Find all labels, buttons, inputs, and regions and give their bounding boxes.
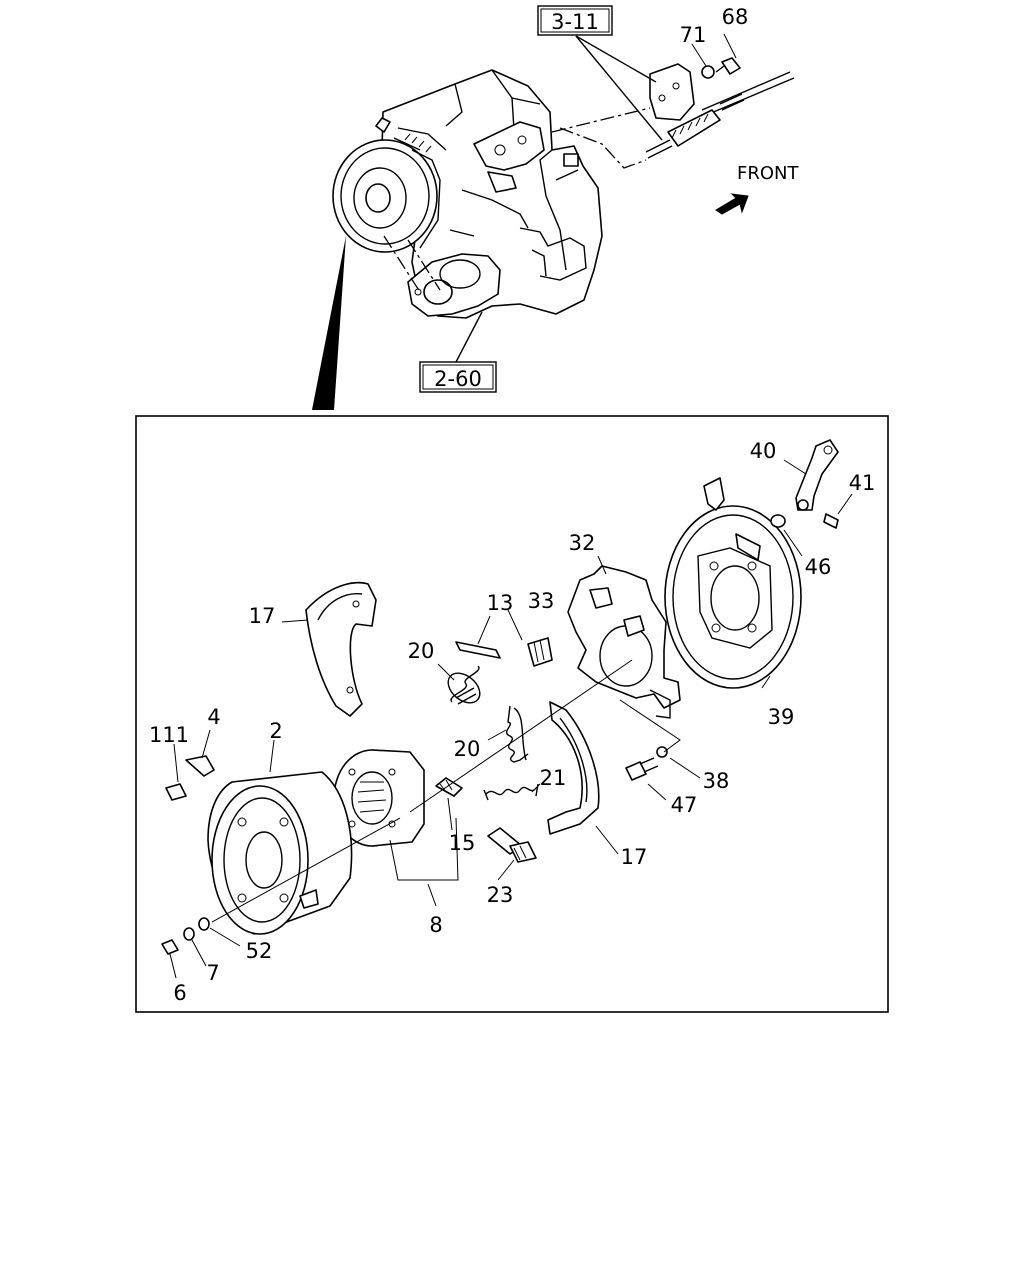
washer-part-7 bbox=[183, 927, 195, 941]
callout-32: 32 bbox=[569, 531, 596, 555]
ref-label-bottom: 2-60 bbox=[434, 367, 482, 391]
callout-leaders bbox=[169, 33, 853, 979]
detail-connector-wedge bbox=[312, 236, 346, 410]
callout-33: 33 bbox=[528, 589, 555, 613]
bolt-part-111 bbox=[165, 783, 187, 801]
anchor-plate-part-32 bbox=[567, 565, 681, 719]
callout-46: 46 bbox=[805, 555, 832, 579]
hub-part-8 bbox=[333, 749, 425, 847]
strut-part-13 bbox=[455, 641, 501, 659]
callout-17-lower: 17 bbox=[621, 845, 648, 869]
brake-cable-illustration bbox=[383, 35, 795, 363]
callout-4: 4 bbox=[207, 705, 220, 729]
washer-part-52 bbox=[198, 917, 210, 931]
callout-40: 40 bbox=[750, 439, 777, 463]
callout-71: 71 bbox=[680, 23, 707, 47]
ref-box-top: 3-11 bbox=[537, 5, 613, 36]
ref-label-top: 3-11 bbox=[551, 10, 599, 34]
callout-47: 47 bbox=[671, 793, 698, 817]
callout-52: 52 bbox=[246, 939, 273, 963]
washer-part-38 bbox=[656, 746, 668, 758]
assembly-axis-line-2 bbox=[409, 659, 633, 813]
callout-41: 41 bbox=[849, 471, 876, 495]
transmission-assembly-illustration bbox=[332, 69, 603, 319]
brake-shoe-part-17-lower bbox=[547, 701, 600, 835]
backing-plate-part-39 bbox=[664, 477, 802, 689]
callout-20-upper: 20 bbox=[408, 639, 435, 663]
bolt-part-47 bbox=[625, 757, 659, 781]
callout-6: 6 bbox=[173, 981, 186, 1005]
clip-part-4 bbox=[185, 755, 215, 777]
callout-7: 7 bbox=[206, 961, 219, 985]
callout-111: 111 bbox=[149, 723, 189, 747]
brake-shoe-part-17-upper bbox=[305, 581, 377, 717]
callout-23: 23 bbox=[487, 883, 514, 907]
callout-13: 13 bbox=[487, 591, 514, 615]
adjuster-part-33 bbox=[527, 637, 553, 667]
front-arrow-icon bbox=[715, 193, 749, 215]
callout-15: 15 bbox=[449, 831, 476, 855]
spring-part-20-upper bbox=[447, 665, 481, 705]
adjuster-part-23 bbox=[487, 827, 537, 863]
washer-part-46 bbox=[770, 514, 786, 528]
brake-drum-part-2 bbox=[207, 771, 353, 935]
assembly-axis-line bbox=[211, 817, 401, 923]
callout-2: 2 bbox=[269, 719, 282, 743]
leader-38 bbox=[619, 699, 681, 753]
callout-labels: 68 71 40 41 46 32 13 33 17 20 39 4 111 2… bbox=[149, 5, 875, 1005]
ref-box-bottom: 2-60 bbox=[419, 361, 497, 393]
callout-39: 39 bbox=[768, 705, 795, 729]
bolt-part-15 bbox=[435, 777, 463, 797]
callout-38: 38 bbox=[703, 769, 730, 793]
nut-part-6 bbox=[161, 939, 179, 955]
spring-part-21 bbox=[483, 783, 539, 801]
front-label: FRONT bbox=[737, 163, 799, 184]
detail-frame bbox=[135, 415, 889, 1013]
pin-part-41 bbox=[823, 513, 839, 529]
callout-17-upper: 17 bbox=[249, 604, 276, 628]
callout-20-lower: 20 bbox=[454, 737, 481, 761]
callout-8: 8 bbox=[429, 913, 442, 937]
lever-part-40 bbox=[795, 439, 839, 511]
callout-21: 21 bbox=[540, 766, 567, 790]
callout-68: 68 bbox=[722, 5, 749, 29]
